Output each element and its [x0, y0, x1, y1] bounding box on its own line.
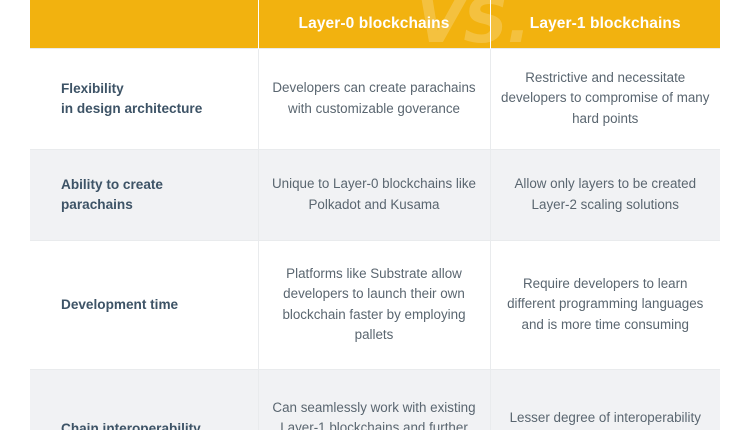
- feature-line-2: in design architecture: [61, 100, 203, 116]
- cell-layer1: Lesser degree of interoperability betwee…: [489, 368, 720, 430]
- table-row: Development time Platforms like Substrat…: [30, 239, 720, 369]
- feature-line-1: Ability to create: [61, 176, 163, 192]
- table-row: Flexibility in design architecture Devel…: [30, 47, 720, 149]
- cell-layer0: Unique to Layer-0 blockchains like Polka…: [257, 148, 490, 240]
- table-row: Ability to create parachains Unique to L…: [30, 148, 720, 240]
- header-cell-feature: [30, 0, 258, 48]
- feature-line-2: parachains: [61, 196, 133, 212]
- feature-line-1: Flexibility: [61, 80, 124, 96]
- cell-layer0: Developers can create parachains with cu…: [257, 47, 490, 149]
- cell-layer1: Require developers to learn different pr…: [489, 239, 720, 369]
- cell-layer0: Can seamlessly work with existing Layer-…: [257, 368, 490, 430]
- header-cell-layer0: Layer-0 blockchains: [257, 0, 490, 48]
- feature-line-1: Chain interoperability: [61, 420, 201, 430]
- table-header-row: Layer-0 blockchains Layer-1 blockchains: [30, 0, 720, 48]
- table-body: Flexibility in design architecture Devel…: [30, 47, 720, 430]
- cell-layer0: Platforms like Substrate allow developer…: [257, 239, 490, 369]
- cell-layer1: Restrictive and necessitate developers t…: [489, 47, 720, 149]
- feature-line-1: Development time: [61, 296, 179, 312]
- header-cell-layer1: Layer-1 blockchains: [489, 0, 720, 48]
- row-feature-label: Development time: [30, 239, 258, 369]
- row-feature-label: Flexibility in design architecture: [30, 47, 258, 149]
- cell-layer1: Allow only layers to be created Layer-2 …: [489, 148, 720, 240]
- table-row: Chain interoperability Can seamlessly wo…: [30, 368, 720, 430]
- row-feature-label: Chain interoperability: [30, 368, 258, 430]
- row-feature-label: Ability to create parachains: [30, 148, 258, 240]
- comparison-table: Layer-0 blockchains Layer-1 blockchains …: [30, 0, 720, 430]
- table-header: Layer-0 blockchains Layer-1 blockchains: [30, 0, 720, 48]
